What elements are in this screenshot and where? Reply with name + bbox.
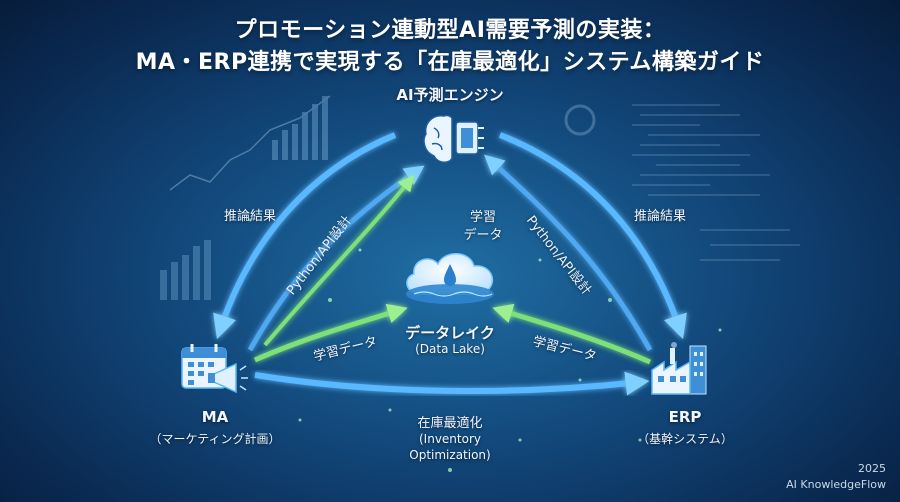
edge-label-inference-left: 推論結果 <box>223 209 276 224</box>
title-line-1: プロモーション連動型AI需要予測の実装： <box>234 18 666 43</box>
arrow-ai-to-ma-outer <box>213 132 397 340</box>
ai-engine-label: AI予測エンジン <box>396 86 504 104</box>
edge-label-inventory-3: Optimization) <box>409 448 491 462</box>
arrow-erp-to-ai-inner <box>484 154 653 352</box>
arrow-ma-to-ai-green <box>263 175 414 347</box>
background-code-panel <box>564 104 800 261</box>
edge-label-inventory-1: 在庫最適化 <box>417 416 483 431</box>
arrow-ma-to-erp <box>254 371 650 396</box>
arrow-ai-to-erp-outer <box>498 132 687 340</box>
arrow-ma-to-lake <box>253 303 408 363</box>
title-line-2: MA・ERP連携で実現する「在庫最適化」システム構築ガイド <box>135 50 765 75</box>
edge-label-training-top-1: 学習 <box>469 210 496 225</box>
arrow-erp-to-lake <box>492 303 652 365</box>
ma-sublabel: （マーケティング計画） <box>149 432 281 446</box>
edge-label-inference-right: 推論結果 <box>633 209 686 224</box>
data-lake-cloud-icon <box>406 253 494 304</box>
arrow-ma-to-ai-inner <box>247 165 425 352</box>
background-chart-top-left <box>169 95 331 191</box>
erp-sublabel: （基幹システム） <box>637 432 733 446</box>
footer-brand: AI KnowledgeFlow <box>786 478 886 491</box>
ma-calendar-megaphone-icon <box>181 344 248 394</box>
erp-factory-icon <box>651 342 707 395</box>
ai-brain-chip-icon <box>423 114 484 163</box>
ma-label: MA <box>201 408 229 426</box>
footer-year: 2025 <box>858 462 886 475</box>
data-lake-label: データレイク <box>405 324 495 342</box>
edge-label-training-top-2: データ <box>463 228 503 243</box>
data-lake-sublabel: (Data Lake) <box>415 342 485 356</box>
erp-label: ERP <box>668 408 702 426</box>
background-chart-mid-left <box>160 240 211 300</box>
edge-label-inventory-2: (Inventory <box>419 432 481 446</box>
